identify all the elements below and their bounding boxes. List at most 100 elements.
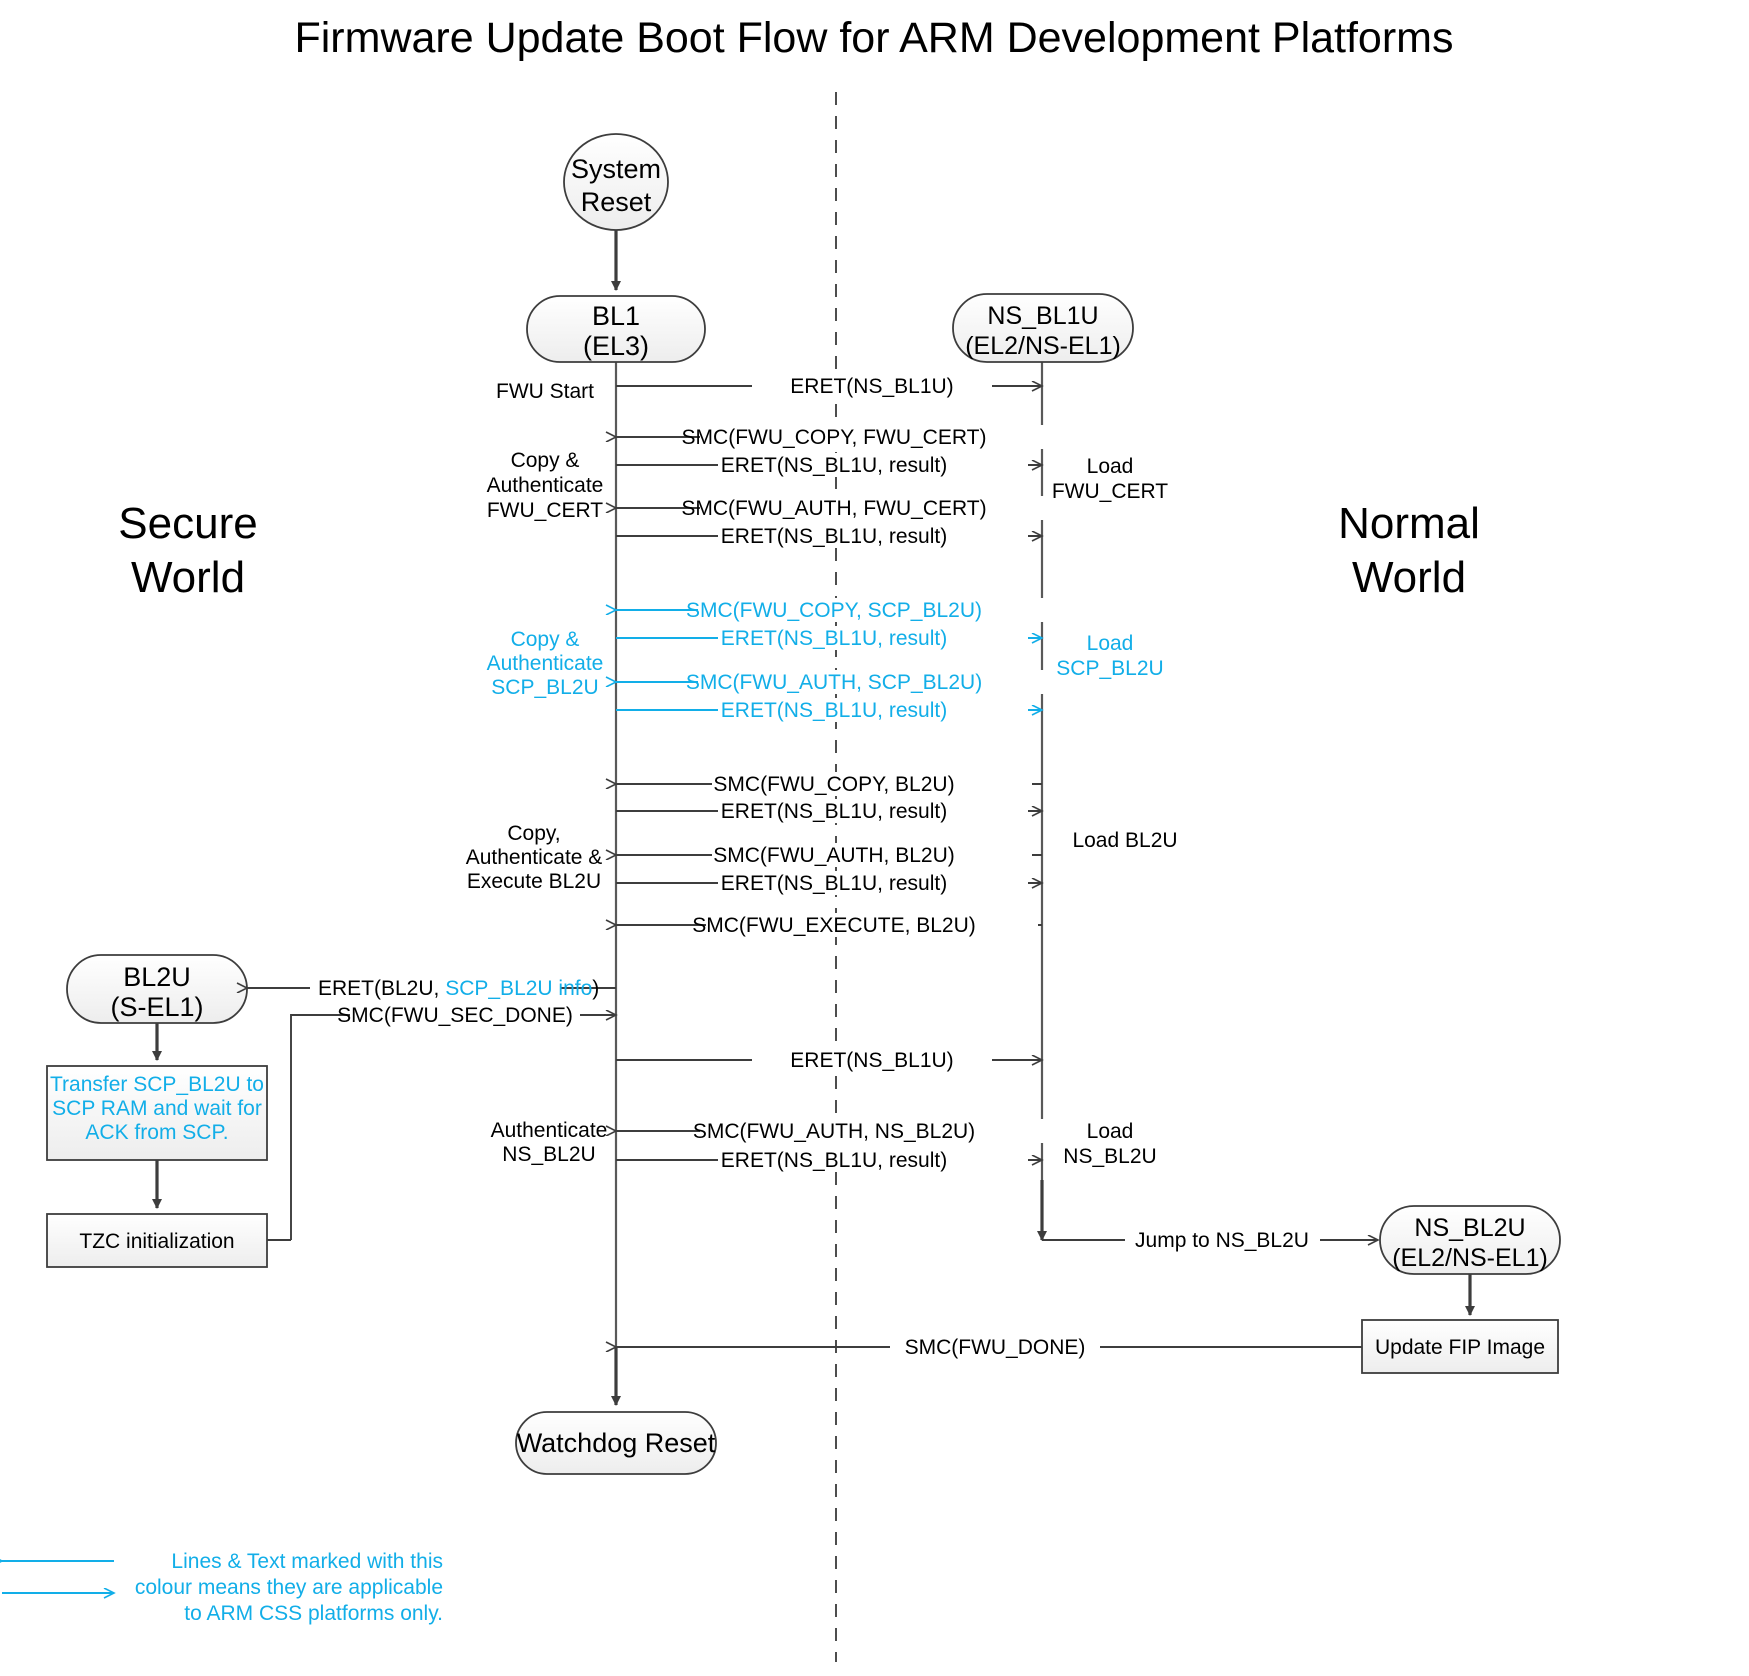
ns-bl1u-line2: (EL2/NS-EL1) <box>965 332 1121 360</box>
message-m9-label: ERET(NS_BL1U, result) <box>721 699 947 722</box>
tzc-box-shape <box>46 1213 268 1268</box>
right-label-scp-bl2u-line2: SCP_BL2U <box>1056 657 1163 680</box>
left-label-fwu-start-line1: FWU Start <box>496 380 594 403</box>
message-m1-label: ERET(NS_BL1U) <box>790 375 953 398</box>
left-label-exec-bl2u-line3: Execute BL2U <box>467 870 601 893</box>
message-m17: SMC(FWU_AUTH, NS_BL2U) <box>616 1119 1045 1143</box>
left-label-fwu-cert-line1: Copy & <box>511 449 580 472</box>
message-m8-label: SMC(FWU_AUTH, SCP_BL2U) <box>686 671 982 694</box>
message-m18-label: ERET(NS_BL1U, result) <box>721 1149 947 1172</box>
node-system-reset[interactable]: System Reset <box>563 133 669 231</box>
node-bl2u[interactable]: BL2U (S-EL1) <box>66 954 248 1024</box>
normal-world-line1: Normal <box>1338 499 1480 548</box>
message-m16: ERET(NS_BL1U) <box>616 1048 1042 1072</box>
secure-world-line2: World <box>131 553 245 602</box>
box-update-fip-image[interactable]: Update FIP Image <box>1361 1319 1559 1374</box>
left-label-exec-bl2u-line2: Authenticate & <box>466 846 603 869</box>
left-label-scp-bl2u-line1: Copy & <box>511 628 580 651</box>
left-label-fwu-cert-line3: FWU_CERT <box>487 499 603 522</box>
bl2u-line1: BL2U <box>123 962 191 992</box>
message-m11: ERET(NS_BL1U, result) <box>616 799 1042 823</box>
legend-line1: Lines & Text marked with this <box>171 1550 443 1573</box>
box-tzc-initialization[interactable]: TZC initialization <box>46 1213 268 1268</box>
message-m13-label: ERET(NS_BL1U, result) <box>721 872 947 895</box>
message-eret-bl2u: ERET(BL2U, SCP_BL2U info) <box>247 976 616 1000</box>
message-m4-label: SMC(FWU_AUTH, FWU_CERT) <box>681 497 986 520</box>
transfer-box-line3: ACK from SCP. <box>85 1121 228 1144</box>
message-m14: SMC(FWU_EXECUTE, BL2U) <box>616 913 1042 937</box>
box-transfer-scp-bl2u[interactable]: Transfer SCP_BL2U to SCP RAM and wait fo… <box>46 1065 268 1161</box>
right-label-fwu-cert-line2: FWU_CERT <box>1052 480 1168 503</box>
bl1-line1: BL1 <box>592 301 640 331</box>
ns-bl1u-line1: NS_BL1U <box>987 302 1098 330</box>
node-ns-bl1u[interactable]: NS_BL1U (EL2/NS-EL1) <box>952 293 1134 363</box>
transfer-box-line1: Transfer SCP_BL2U to <box>50 1073 264 1096</box>
eret-bl2u-suffix: ) <box>592 977 599 1000</box>
right-label-load-ns-bl2u: Load NS_BL2U <box>1063 1120 1156 1168</box>
message-smc-fwu-sec-done-label: SMC(FWU_SEC_DONE) <box>337 1004 573 1027</box>
message-m14-label: SMC(FWU_EXECUTE, BL2U) <box>692 914 976 937</box>
left-label-exec-bl2u-line1: Copy, <box>507 822 560 845</box>
page-title: Firmware Update Boot Flow for ARM Develo… <box>294 14 1453 62</box>
ns-bl2u-line2: (EL2/NS-EL1) <box>1392 1244 1548 1272</box>
secure-world-label: Secure World <box>118 499 257 602</box>
left-label-auth-ns-bl2u-line1: Authenticate <box>491 1119 608 1142</box>
message-jump-label: Jump to NS_BL2U <box>1135 1229 1309 1252</box>
message-m6: SMC(FWU_COPY, SCP_BL2U) <box>616 598 1048 622</box>
bl1-shape <box>526 295 706 363</box>
tzc-box-label: TZC initialization <box>79 1230 234 1253</box>
right-label-load-scp-bl2u: Load SCP_BL2U <box>1056 632 1163 680</box>
message-m7-label: ERET(NS_BL1U, result) <box>721 627 947 650</box>
system-reset-line1: System <box>571 154 661 184</box>
ns-bl2u-line1: NS_BL2U <box>1414 1214 1525 1242</box>
message-m2: SMC(FWU_COPY, FWU_CERT) <box>616 425 1045 449</box>
right-label-bl2u-line1: Load BL2U <box>1072 829 1177 852</box>
message-m18: ERET(NS_BL1U, result) <box>616 1148 1042 1172</box>
normal-world-label: Normal World <box>1338 499 1480 602</box>
node-watchdog-reset[interactable]: Watchdog Reset <box>515 1411 717 1475</box>
message-m8: SMC(FWU_AUTH, SCP_BL2U) <box>616 670 1048 694</box>
legend: Lines & Text marked with this colour mea… <box>2 1550 443 1625</box>
message-m1: ERET(NS_BL1U) <box>616 374 1042 398</box>
message-m2-label: SMC(FWU_COPY, FWU_CERT) <box>682 426 987 449</box>
bl1-line2: (EL3) <box>583 331 649 361</box>
message-eret-bl2u-label: ERET(BL2U, SCP_BL2U info) <box>318 977 599 1000</box>
message-m16-label: ERET(NS_BL1U) <box>790 1049 953 1072</box>
left-label-authenticate-ns-bl2u: Authenticate NS_BL2U <box>491 1119 608 1166</box>
right-label-scp-bl2u-line1: Load <box>1087 632 1134 655</box>
ns-bl1u-shape <box>952 293 1134 363</box>
update-fip-label: Update FIP Image <box>1375 1336 1545 1359</box>
message-m7: ERET(NS_BL1U, result) <box>616 626 1042 650</box>
node-bl1[interactable]: BL1 (EL3) <box>526 295 706 363</box>
normal-world-line2: World <box>1352 553 1466 602</box>
message-m3: ERET(NS_BL1U, result) <box>616 453 1042 477</box>
eret-bl2u-prefix: ERET(BL2U, <box>318 977 445 1000</box>
right-label-load-fwu-cert: Load FWU_CERT <box>1052 455 1168 503</box>
node-ns-bl2u[interactable]: NS_BL2U (EL2/NS-EL1) <box>1379 1205 1561 1275</box>
eret-bl2u-cyan-part: SCP_BL2U info <box>445 977 592 1000</box>
left-label-scp-bl2u-line2: Authenticate <box>487 652 604 675</box>
message-m5: ERET(NS_BL1U, result) <box>616 524 1042 548</box>
right-label-load-bl2u: Load BL2U <box>1072 829 1177 852</box>
message-m5-label: ERET(NS_BL1U, result) <box>721 525 947 548</box>
message-m12-label: SMC(FWU_AUTH, BL2U) <box>713 844 955 867</box>
message-m13: ERET(NS_BL1U, result) <box>616 871 1042 895</box>
message-m6-label: SMC(FWU_COPY, SCP_BL2U) <box>686 599 982 622</box>
transfer-box-line2: SCP RAM and wait for <box>52 1097 262 1120</box>
message-m3-label: ERET(NS_BL1U, result) <box>721 454 947 477</box>
watchdog-reset-shape <box>515 1411 717 1475</box>
system-reset-line2: Reset <box>581 187 652 217</box>
message-jump-to-ns-bl2u: Jump to NS_BL2U <box>1042 1228 1378 1252</box>
left-label-copy-auth-scp-bl2u: Copy & Authenticate SCP_BL2U <box>487 628 604 699</box>
message-m4: SMC(FWU_AUTH, FWU_CERT) <box>616 496 1045 520</box>
message-m9: ERET(NS_BL1U, result) <box>616 698 1042 722</box>
left-label-copy-auth-fwu-cert: Copy & Authenticate FWU_CERT <box>487 449 604 522</box>
message-smc-fwu-done-label: SMC(FWU_DONE) <box>905 1336 1086 1359</box>
right-label-ns-bl2u-line2: NS_BL2U <box>1063 1145 1156 1168</box>
message-m12: SMC(FWU_AUTH, BL2U) <box>616 843 1042 867</box>
message-smc-fwu-done: SMC(FWU_DONE) <box>616 1335 1362 1359</box>
left-label-fwu-start: FWU Start <box>496 380 594 403</box>
transfer-box-shape <box>46 1065 268 1161</box>
